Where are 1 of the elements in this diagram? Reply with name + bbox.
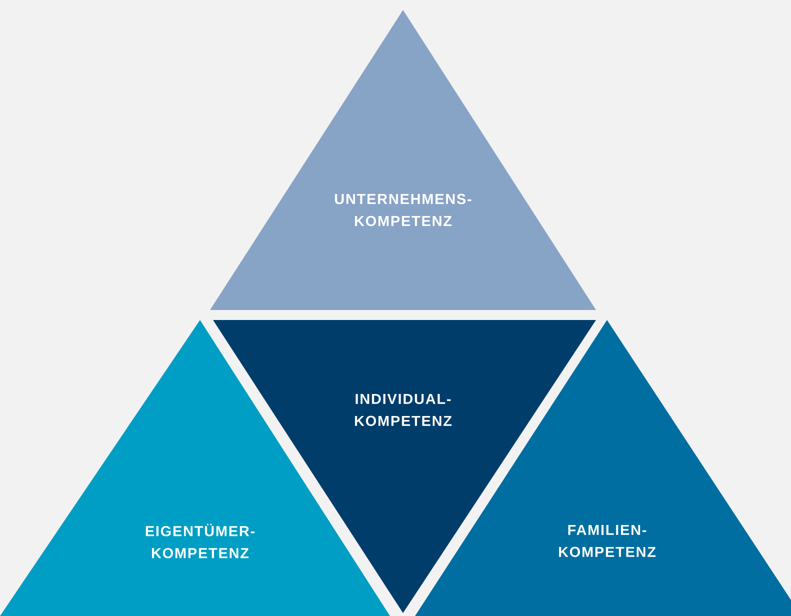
triangle-segment: UNTERNEHMENS- KOMPETENZ xyxy=(210,10,596,310)
